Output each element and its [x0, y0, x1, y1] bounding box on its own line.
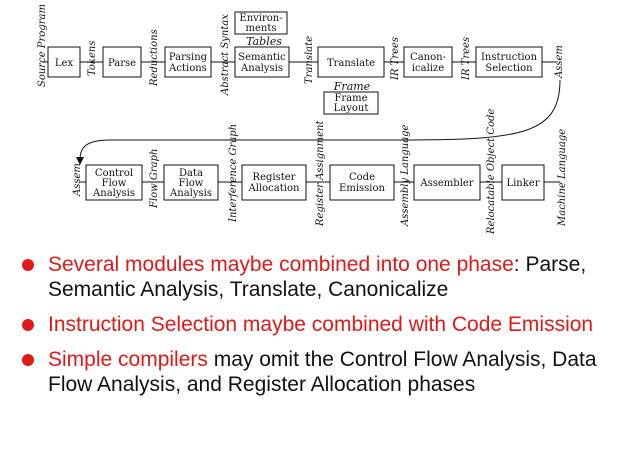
edge-label-assem-bottom: Assem	[72, 163, 83, 197]
box-assembler	[413, 164, 481, 201]
bullet-text: : Parse, Semantic Analysis, Translate, C…	[48, 253, 587, 301]
box-register-allocation-label-2: Allocation	[248, 183, 300, 194]
box-canonicalize-label-1: Canon-	[410, 52, 446, 63]
bullet-item: Simple compilers may omit the Control Fl…	[22, 347, 632, 397]
box-code-emission-label-1: Code	[349, 172, 375, 183]
box-frame-layout-label-1: Frame	[334, 93, 367, 104]
bullet-text: may omit the Control Flow Analysis, Data…	[48, 348, 597, 396]
box-instruction-selection	[475, 46, 543, 78]
box-semantic-analysis-label-2: Analysis	[240, 63, 283, 74]
box-translate	[317, 46, 385, 78]
edge-label-flow-graph: Flow Graph	[149, 149, 160, 209]
edge-label-relocatable-object-code: Relocatable Object Code	[486, 109, 497, 235]
box-control-flow-label-1: Control	[95, 168, 133, 179]
box-assembler-label: Assembler	[419, 178, 473, 189]
box-environments	[234, 11, 288, 35]
box-control-flow-label-2: Flow	[102, 178, 127, 189]
bullet-item: Instruction Selection maybe combined wit…	[22, 312, 632, 337]
connector-arrowhead	[76, 157, 84, 165]
box-code-emission-label-2: Emission	[339, 183, 385, 194]
edge-label-assem-top: Assem	[554, 45, 565, 79]
box-control-flow-analysis	[85, 164, 143, 201]
frame-label: Frame	[333, 80, 371, 93]
box-data-flow-label-1: Data	[179, 168, 203, 179]
box-instruction-selection-label-2: Selection	[485, 63, 533, 74]
box-linker	[501, 164, 545, 201]
bullet-emphasis: Several modules maybe combined into one …	[48, 253, 514, 276]
edge-label-interference-graph: Interference Graph	[228, 124, 239, 223]
box-data-flow-label-3: Analysis	[169, 188, 212, 199]
bullet-dot-icon	[22, 259, 34, 271]
box-frame-layout-label-2: Layout	[334, 103, 369, 114]
edge-label-ir-trees-1: IR Trees	[390, 37, 401, 81]
box-semantic-analysis-label-1: Semantic	[238, 52, 286, 63]
bullet-list: Several modules maybe combined into one …	[22, 252, 632, 407]
bullet-emphasis: Simple compilers	[48, 348, 208, 371]
box-register-allocation	[241, 164, 307, 201]
box-parse-label: Parse	[108, 58, 136, 69]
box-instruction-selection-label-1: Instruction	[481, 52, 538, 63]
connector-curve	[79, 79, 561, 161]
edge-label-machine-language: Machine Language	[557, 129, 568, 227]
edge-label-ir-trees-2: IR Trees	[461, 37, 472, 81]
tables-label: Tables	[246, 35, 282, 48]
box-register-allocation-label-1: Register	[253, 172, 296, 183]
edge-label-register-assignment: Register Assignment	[315, 120, 326, 227]
compiler-phases-diagram: Source Program Lex Tokens Parse Reductio…	[37, 4, 568, 235]
bullet-emphasis: Instruction Selection maybe combined wit…	[48, 313, 594, 336]
edge-label-abstract-syntax: Abstract Syntax	[220, 14, 231, 96]
edge-label-reductions: Reductions	[149, 29, 160, 87]
box-translate-label: Translate	[327, 58, 375, 69]
box-parsing-actions-label-1: Parsing	[169, 52, 208, 63]
edge-label-tokens: Tokens	[87, 41, 98, 76]
box-environments-label-2: ments	[246, 23, 277, 34]
box-environments-label-1: Environ-	[239, 13, 282, 24]
box-parsing-actions	[164, 46, 212, 78]
box-semantic-analysis	[234, 46, 290, 78]
box-lex-label: Lex	[55, 58, 74, 69]
box-parsing-actions-label-2: Actions	[168, 63, 207, 74]
box-canonicalize-label-2: icalize	[412, 63, 444, 74]
box-control-flow-label-3: Analysis	[92, 188, 135, 199]
bullet-dot-icon	[22, 319, 34, 331]
edge-label-translate: Translate	[304, 36, 315, 84]
box-linker-label: Linker	[506, 178, 539, 189]
box-frame-layout	[323, 91, 379, 115]
edge-label-assembly-language: Assembly Language	[400, 124, 411, 227]
edge-label-source-program: Source Program	[37, 4, 48, 87]
box-data-flow-label-2: Flow	[179, 178, 204, 189]
bullet-item: Several modules maybe combined into one …	[22, 252, 632, 302]
bullet-dot-icon	[22, 354, 34, 366]
